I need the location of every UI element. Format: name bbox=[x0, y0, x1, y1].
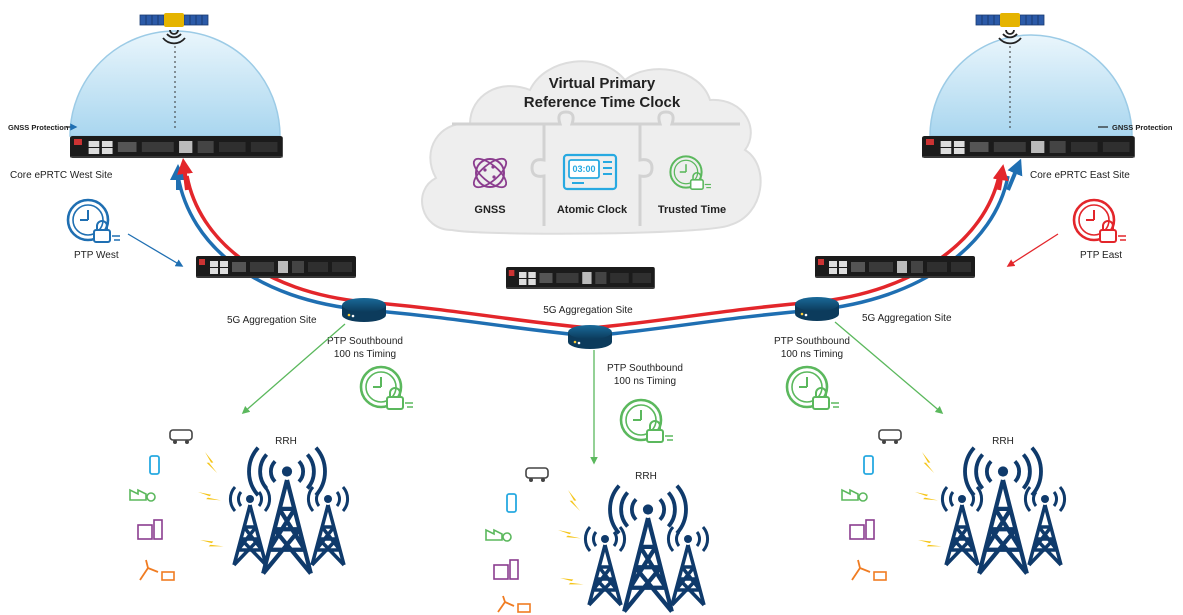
west-rrh-label: RRH bbox=[275, 436, 297, 447]
east-bolt-3-icon bbox=[918, 533, 942, 554]
east-phone-icon bbox=[863, 455, 874, 475]
center-aggregation-device bbox=[505, 266, 656, 290]
east-left-tower-icon bbox=[940, 485, 984, 567]
east-bolt-1-icon bbox=[916, 452, 941, 474]
center-robot-arm-icon bbox=[497, 595, 531, 613]
cloud-title-line2: Reference Time Clock bbox=[524, 94, 681, 111]
west-aggregation-device bbox=[195, 255, 357, 279]
east-gnss-dome bbox=[929, 34, 1133, 137]
gnss-label: GNSS bbox=[474, 204, 505, 216]
atomic-clock-icon: 03:00 bbox=[562, 153, 618, 191]
west-building-icon bbox=[137, 519, 163, 540]
east-agg-label: 5G Aggregation Site bbox=[862, 313, 952, 324]
center-bolt-2-icon bbox=[558, 524, 581, 544]
west-bolt-2-icon bbox=[198, 486, 221, 506]
west-gnss-dome bbox=[69, 30, 281, 137]
west-phone-icon bbox=[149, 455, 160, 475]
atomic-clock-display: 03:00 bbox=[572, 164, 595, 174]
center-bolt-3-icon bbox=[560, 571, 584, 592]
center-southbound-clock-icon bbox=[619, 398, 675, 444]
ptp-west-clock-icon bbox=[66, 198, 122, 244]
east-robot-arm-icon bbox=[851, 559, 887, 581]
trusted-time-label: Trusted Time bbox=[658, 204, 726, 216]
west-southbound-line2: 100 ns Timing bbox=[334, 349, 396, 360]
east-rrh-label: RRH bbox=[992, 436, 1014, 447]
ptp-east-clock-icon bbox=[1072, 198, 1128, 244]
center-phone-icon bbox=[506, 493, 517, 513]
ptp-east-arrow bbox=[1006, 233, 1059, 267]
center-southbound-line2: 100 ns Timing bbox=[614, 376, 676, 387]
center-rrh-cluster: RRH bbox=[485, 467, 710, 613]
virtual-prtc-cloud: Virtual Primary Reference Time Clock GNS… bbox=[421, 60, 762, 235]
east-southbound-line2: 100 ns Timing bbox=[781, 349, 843, 360]
west-gnss-protection-label: GNSS Protection bbox=[8, 123, 69, 132]
west-car-icon bbox=[169, 429, 193, 444]
ptp-east-label: PTP East bbox=[1080, 250, 1122, 261]
east-southbound-line1: PTP Southbound bbox=[774, 336, 850, 347]
east-building-icon bbox=[849, 519, 875, 540]
atomic-clock-label: Atomic Clock bbox=[557, 204, 628, 216]
west-southbound-clock-icon bbox=[359, 365, 415, 411]
center-router-disc bbox=[568, 325, 612, 349]
east-bolt-2-icon bbox=[915, 486, 938, 506]
center-building-icon bbox=[493, 559, 519, 580]
east-core-label: Core ePRTC East Site bbox=[1030, 170, 1130, 181]
cloud-title-line1: Virtual Primary bbox=[549, 75, 656, 92]
center-left-tower-icon bbox=[583, 525, 627, 607]
center-right-tower-icon bbox=[666, 525, 710, 607]
east-aggregation-device bbox=[814, 255, 976, 279]
west-right-tower-icon bbox=[306, 485, 350, 567]
ptp-west-arrow bbox=[127, 233, 184, 267]
west-factory-icon bbox=[129, 488, 156, 502]
center-southbound-line1: PTP Southbound bbox=[607, 363, 683, 374]
east-core-device bbox=[921, 135, 1136, 159]
west-bolt-3-icon bbox=[200, 533, 224, 554]
east-gnss-protection-label: GNSS Protection bbox=[1112, 123, 1173, 132]
east-factory-icon bbox=[841, 488, 868, 502]
center-rrh-label: RRH bbox=[635, 471, 657, 482]
ptp-west-label: PTP West bbox=[74, 250, 119, 261]
west-agg-label: 5G Aggregation Site bbox=[227, 315, 317, 326]
west-green-arrow bbox=[241, 323, 346, 415]
west-core-label: Core ePRTC West Site bbox=[10, 170, 113, 181]
west-core-device bbox=[69, 135, 284, 159]
east-router-disc bbox=[795, 297, 839, 321]
east-right-tower-icon bbox=[1023, 485, 1067, 567]
west-robot-arm-icon bbox=[139, 559, 175, 581]
west-bolt-1-icon bbox=[199, 452, 224, 474]
west-rrh-cluster: RRH bbox=[129, 429, 350, 581]
east-rrh-cluster: RRH bbox=[841, 429, 1067, 581]
west-southbound-line1: PTP Southbound bbox=[327, 336, 403, 347]
center-agg-label: 5G Aggregation Site bbox=[543, 305, 633, 316]
west-left-tower-icon bbox=[228, 485, 272, 567]
center-bolt-1-icon bbox=[562, 490, 587, 512]
center-factory-icon bbox=[485, 528, 512, 542]
west-router-disc bbox=[342, 298, 386, 322]
east-southbound-clock-icon bbox=[785, 365, 841, 411]
center-car-icon bbox=[525, 467, 549, 482]
east-green-arrow bbox=[834, 321, 944, 415]
east-car-icon bbox=[878, 429, 902, 444]
gnss-icon bbox=[472, 157, 508, 189]
